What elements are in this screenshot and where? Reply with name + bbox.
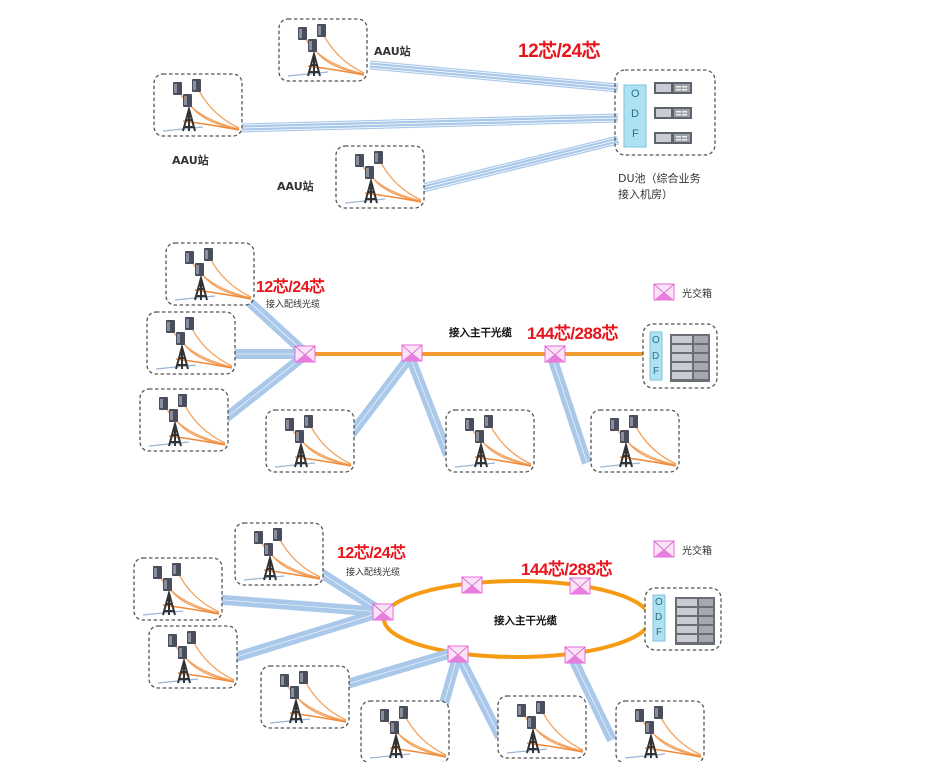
odf-letter: D <box>631 108 639 120</box>
optical-cross-connect-box-icon <box>294 345 316 363</box>
aau-site <box>497 695 587 759</box>
aau-site <box>148 625 238 689</box>
distribution-cable-label: 接入配线光缆 <box>346 568 401 578</box>
diagram-1-direct-fiber <box>153 18 716 209</box>
optical-cross-connect-box-icon <box>544 345 566 363</box>
odf-letter: F <box>653 366 660 377</box>
optical-cross-connect-box-icon <box>564 646 586 664</box>
legend-cross-connect-box-icon <box>653 283 675 301</box>
core-count-label: 12芯/24芯 <box>518 41 601 62</box>
trunk-cable-label: 接入主干光缆 <box>494 615 557 627</box>
du-pool-label-line1: DU池（综合业务 <box>618 172 701 185</box>
legend-label: 光交箱 <box>682 546 712 557</box>
diagram-3-ring-trunk <box>133 522 722 762</box>
trunk-core-count-label: 144芯/288芯 <box>527 324 618 343</box>
du-pool-label: DU池（综合业务 接入机房） <box>618 171 701 203</box>
legend-label: 光交箱 <box>682 289 712 300</box>
legend-cross-connect-box-icon <box>653 540 675 558</box>
distribution-core-count-label: 12芯/24芯 <box>337 545 406 562</box>
aau-site <box>265 409 355 473</box>
odf-room <box>642 323 718 389</box>
odf-frame <box>652 594 666 642</box>
aau-site-label: AAU站 <box>277 180 314 193</box>
fiber-bundle <box>421 135 620 193</box>
optical-cross-connect-box-icon <box>401 344 423 362</box>
odf-letter: O <box>631 88 640 100</box>
odf-letter: F <box>656 627 663 638</box>
odf-letter: D <box>652 351 660 362</box>
optical-cross-connect-box-icon <box>447 645 469 663</box>
distribution-core-count-label: 12芯/24芯 <box>256 279 325 296</box>
fiber-bundle <box>239 113 619 133</box>
fiber-bundle <box>369 60 619 93</box>
server-icon <box>654 107 692 119</box>
aau-site-label: AAU站 <box>374 45 411 58</box>
server-icon <box>654 82 692 94</box>
aau-site <box>278 18 368 82</box>
server-icon <box>654 132 692 144</box>
aau-site <box>146 311 236 375</box>
trunk-core-count-label: 144芯/288芯 <box>521 560 612 579</box>
odf-room <box>644 587 722 651</box>
odf-frame <box>649 331 663 381</box>
aau-site <box>260 665 350 729</box>
aau-site <box>335 145 425 209</box>
distribution-cable-label: 接入配线光缆 <box>266 300 321 310</box>
odf-letter: F <box>632 128 639 140</box>
aau-site <box>153 73 243 137</box>
du-pool <box>614 69 716 156</box>
aau-site <box>590 409 680 473</box>
aau-site <box>360 700 450 762</box>
aau-site <box>165 242 255 306</box>
diagram-2-chain-trunk <box>139 242 718 473</box>
aau-site <box>133 557 223 621</box>
aau-site-label: AAU站 <box>172 154 209 167</box>
trunk-cable-label: 接入主干光缆 <box>449 327 512 339</box>
odf-letter: O <box>652 335 660 346</box>
optical-cross-connect-box-icon <box>461 576 483 594</box>
odf-letter: O <box>655 597 663 608</box>
aau-site <box>445 409 535 473</box>
du-pool-label-line2: 接入机房） <box>618 188 673 201</box>
aau-site <box>139 388 229 452</box>
aau-site <box>615 700 705 762</box>
odf-rack-icon <box>670 334 710 382</box>
aau-site <box>234 522 324 586</box>
odf-letter: D <box>655 612 663 623</box>
odf-rack-icon <box>675 597 715 645</box>
optical-cross-connect-box-icon <box>569 577 591 595</box>
optical-cross-connect-box-icon <box>372 603 394 621</box>
odf-frame <box>623 84 647 148</box>
